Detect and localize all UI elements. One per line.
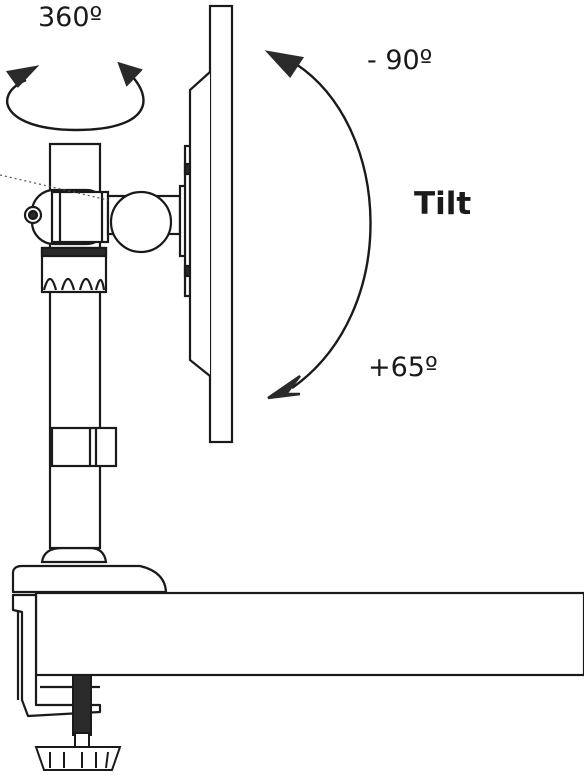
tilt-title: Tilt xyxy=(414,186,472,222)
rotation-label: 360º xyxy=(38,2,103,33)
desk-clamp xyxy=(11,564,168,718)
clamp-screw xyxy=(34,674,122,771)
rotation-arrow-icon xyxy=(5,61,145,132)
tilt-reference-line xyxy=(0,174,109,201)
desk xyxy=(34,591,584,677)
pole-base xyxy=(40,546,108,564)
monitor-side xyxy=(188,4,234,444)
tilt-arrow-icon xyxy=(264,50,372,400)
cable-clip xyxy=(50,426,118,468)
swivel-head xyxy=(23,188,182,254)
height-collar xyxy=(40,246,108,294)
tilt-up-label: - 90º xyxy=(367,45,433,76)
tilt-down-label: +65º xyxy=(368,352,438,383)
